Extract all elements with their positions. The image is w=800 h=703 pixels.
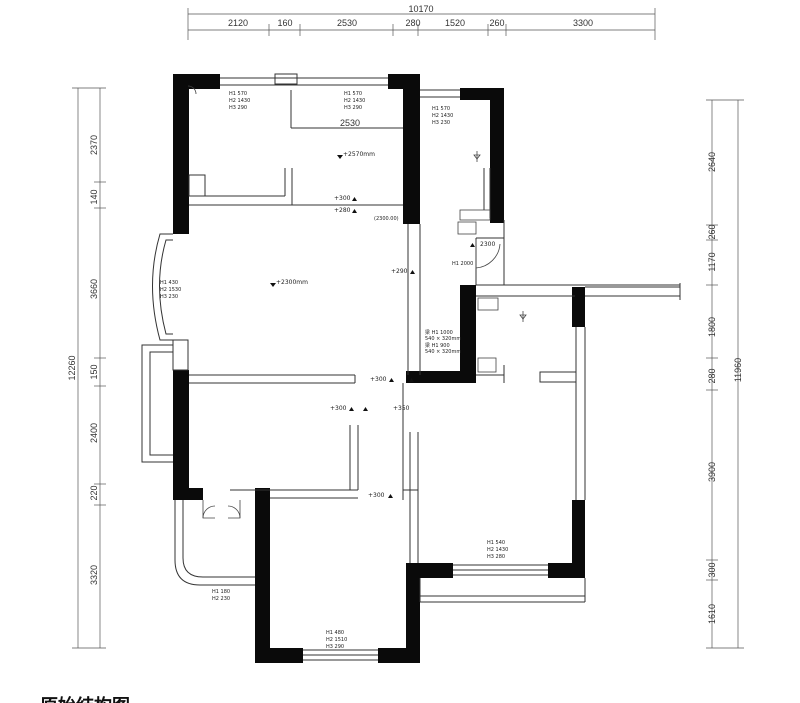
level-markers: +2570mm +2300mm +300 +280 (2300.00) +290… bbox=[270, 151, 495, 499]
top-dimension-chain: 10170 2120 160 2530 280 1520 260 3300 bbox=[187, 4, 656, 40]
level-marker: +300 bbox=[330, 405, 347, 412]
label-line: H2 1530 bbox=[160, 287, 181, 293]
room-label-bedroom-right: H1 540 H2 1430 H3 280 bbox=[487, 540, 508, 560]
dim-left-2: 3660 bbox=[89, 279, 99, 299]
label-line: H3 280 bbox=[487, 554, 505, 560]
dim-top-2: 2530 bbox=[337, 18, 357, 28]
dim-right-1: 260 bbox=[707, 224, 717, 239]
label-line: H1 570 bbox=[432, 106, 450, 112]
right-dimension-chain: 11960 2640 260 1170 1800 280 3900 300 16… bbox=[706, 99, 744, 649]
light-fixture-icons bbox=[473, 151, 527, 322]
room-label-master: H1 570 H2 1430 H3 290 H1 570 H2 1430 H3 … bbox=[229, 91, 365, 111]
label-line: H1 480 bbox=[326, 630, 344, 636]
note-side: H1 2000 bbox=[452, 261, 473, 267]
beam-note: 540 × 320mm bbox=[425, 349, 461, 355]
label-line: H2 230 bbox=[212, 596, 230, 602]
label-line: H3 290 bbox=[326, 644, 344, 650]
dim-left-1: 140 bbox=[89, 189, 99, 204]
label-line: H1 540 bbox=[487, 540, 505, 546]
room-label-living-window: H1 430 H2 1530 H3 230 bbox=[160, 280, 181, 300]
structural-walls bbox=[173, 74, 585, 663]
level-marker: +300 bbox=[334, 195, 351, 202]
level-marker: +280 bbox=[334, 207, 351, 214]
label-line: H1 570 bbox=[344, 91, 362, 97]
level-marker: +2570mm bbox=[343, 151, 375, 158]
label-line: H3 230 bbox=[160, 294, 178, 300]
dim-top-6: 3300 bbox=[573, 18, 593, 28]
left-dimension-chain: 12260 2370 140 3660 150 2400 220 3320 bbox=[67, 87, 106, 649]
label-line: H1 180 bbox=[212, 589, 230, 595]
level-marker: +350 bbox=[393, 405, 410, 412]
level-marker: +290 bbox=[391, 268, 408, 275]
level-marker: +300 bbox=[368, 492, 385, 499]
dim-top-5: 260 bbox=[489, 18, 504, 28]
dim-right-6: 300 bbox=[707, 562, 717, 577]
dim-top-1: 160 bbox=[277, 18, 292, 28]
dim-left-3: 150 bbox=[89, 364, 99, 379]
label-line: H3 290 bbox=[229, 105, 247, 111]
balcony bbox=[174, 500, 255, 586]
dim-left-5: 220 bbox=[89, 485, 99, 500]
dim-left-total: 12260 bbox=[67, 355, 77, 380]
door-swings bbox=[187, 85, 501, 269]
note-bracket: (2300.00) bbox=[374, 216, 399, 222]
label-line: H3 230 bbox=[432, 120, 450, 126]
beam-note: 梁 H1 1000 bbox=[425, 329, 453, 336]
room-label-bedroom-bottom: H1 480 H2 1510 H3 290 bbox=[326, 630, 347, 650]
partition-walls bbox=[188, 73, 681, 661]
dim-right-5: 3900 bbox=[707, 462, 717, 482]
label-line: H2 1430 bbox=[344, 98, 365, 104]
dim-top-total: 10170 bbox=[408, 4, 433, 14]
bay-window bbox=[141, 233, 189, 463]
dim-right-4: 280 bbox=[707, 368, 717, 383]
dim-left-6: 3320 bbox=[89, 565, 99, 585]
label-line: H2 1430 bbox=[432, 113, 453, 119]
label-line: H2 1430 bbox=[229, 98, 250, 104]
label-line: H1 570 bbox=[229, 91, 247, 97]
dim-top-3: 280 bbox=[405, 18, 420, 28]
dim-right-0: 2640 bbox=[707, 152, 717, 172]
drawing-caption: 原始结构图 bbox=[40, 695, 130, 703]
beam-note: 梁 H1 900 bbox=[425, 342, 450, 349]
dim-left-0: 2370 bbox=[89, 135, 99, 155]
label-line: H1 430 bbox=[160, 280, 178, 286]
label-line: H2 1510 bbox=[326, 637, 347, 643]
note-2300: 2300 bbox=[480, 241, 495, 248]
dim-right-3: 1800 bbox=[707, 317, 717, 337]
inner-dimension: 2530 bbox=[340, 118, 360, 128]
room-label-kitchen: H1 570 H2 1430 H3 230 bbox=[432, 106, 453, 126]
label-line: H3 290 bbox=[344, 105, 362, 111]
dim-top-4: 1520 bbox=[445, 18, 465, 28]
level-marker: +2300mm bbox=[276, 279, 308, 286]
beam-note: 540 × 320mm bbox=[425, 336, 461, 342]
dim-top-0: 2120 bbox=[228, 18, 248, 28]
label-line: H2 1430 bbox=[487, 547, 508, 553]
dim-left-4: 2400 bbox=[89, 423, 99, 443]
dim-right-2: 1170 bbox=[707, 252, 717, 271]
dim-right-total: 11960 bbox=[733, 358, 743, 382]
dim-right-7: 1610 bbox=[707, 604, 717, 624]
room-label-balcony: H1 180 H2 230 bbox=[212, 589, 230, 602]
level-marker: +300 bbox=[370, 376, 387, 383]
